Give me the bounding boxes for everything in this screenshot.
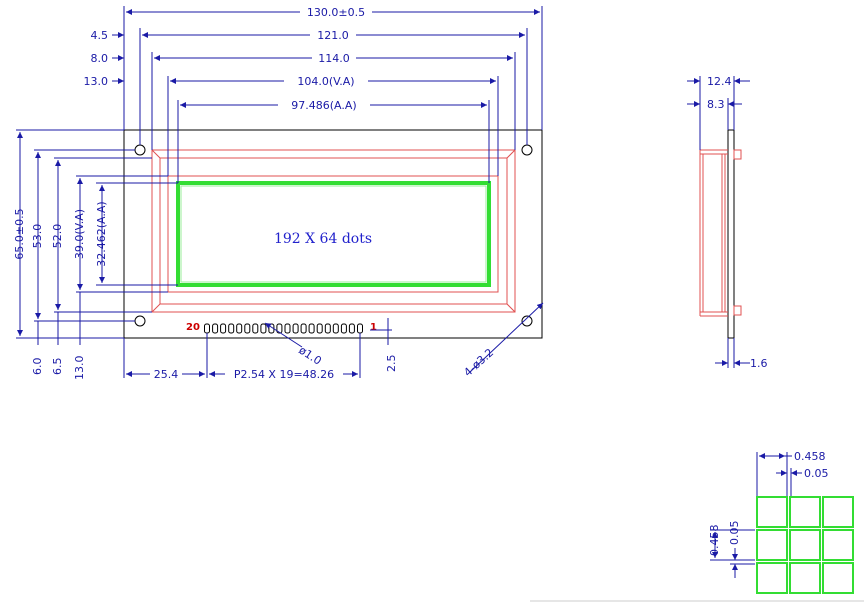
pin [332, 323, 339, 334]
dot-cell [822, 562, 854, 594]
dim-pin-pitch: P2.54 X 19=48.26 [234, 368, 334, 381]
pin [212, 323, 219, 334]
dot-cell [789, 529, 821, 561]
pin [260, 323, 267, 334]
dot-cell [789, 562, 821, 594]
dot-cell [756, 529, 788, 561]
pcb-outline [123, 129, 543, 339]
dim-va-height: 39.0(V.A) [73, 209, 86, 259]
side-pcb [727, 129, 735, 339]
dot-cell [822, 529, 854, 561]
pin [300, 323, 307, 334]
dim-hole-pitch: 121.0 [317, 29, 349, 42]
pin [316, 323, 323, 334]
dim-pin-hole: ø1.0 [296, 344, 323, 368]
front-view: 192 X 64 dots 20 1 130.0±0.5 121.0 [13, 5, 544, 381]
dim-overall-height: 65.0±0.5 [13, 208, 26, 259]
dim-bezel-height: 52.0 [51, 224, 64, 249]
side-bezel [699, 149, 742, 317]
dim-va-width: 104.0(V.A) [297, 75, 354, 88]
dim-mount-hole: 4-ø3.2 [461, 346, 496, 379]
pin [244, 323, 251, 334]
dim-aa-width: 97.486(A.A) [291, 99, 356, 112]
pin-first-label: 20 [186, 322, 200, 333]
pin [308, 323, 315, 334]
pin [276, 323, 283, 334]
dot-cell [822, 496, 854, 528]
dim-bezel-width: 114.0 [318, 52, 350, 65]
pin-header [204, 323, 363, 334]
dot-dim-gap-v: 0.05 [728, 521, 741, 546]
pin [324, 323, 331, 334]
bottom-dimensions: 6.0 6.5 13.0 2.5 25.4 P2.54 X 19=48.26 ø… [31, 292, 544, 381]
dim-va-bottom: 13.0 [73, 356, 86, 381]
dot-grid [756, 496, 854, 594]
left-offset-dimensions: 4.5 8.0 13.0 [84, 29, 124, 88]
pin [236, 323, 243, 334]
pin-last-label: 1 [370, 322, 377, 333]
pin [340, 323, 347, 334]
active-area [176, 181, 491, 287]
dim-offset-hole: 4.5 [91, 29, 109, 42]
side-dim-module: 8.3 [707, 98, 725, 111]
pin [357, 323, 363, 334]
pin [292, 323, 299, 334]
dot-cell [789, 496, 821, 528]
dim-aa-height: 32.462(A.A) [95, 201, 108, 266]
top-dimensions: 130.0±0.5 121.0 114.0 104.0(V.A) [123, 5, 543, 183]
dot-dim-gap-h: 0.05 [804, 467, 829, 480]
dim-bezel-bottom: 6.5 [51, 358, 64, 376]
dim-hole-height: 53.0 [31, 224, 44, 249]
dot-dim-pitch-v: 0.458 [708, 525, 721, 557]
viewing-area [167, 175, 499, 293]
pin [252, 323, 259, 334]
side-dim-pcb: 1.6 [750, 357, 768, 370]
dots-label: 192 X 64 dots [274, 231, 372, 247]
pin [284, 323, 291, 334]
side-view: 12.4 8.3 1.6 [687, 75, 768, 370]
dim-overall-width: 130.0±0.5 [307, 6, 365, 19]
dim-offset-bezel: 8.0 [91, 52, 109, 65]
dot-dim-pitch-h: 0.458 [794, 450, 826, 463]
dim-offset-va: 13.0 [84, 75, 109, 88]
dot-cell [756, 562, 788, 594]
dot-cell [756, 496, 788, 528]
bezel-outline [151, 149, 516, 313]
dim-hole-bottom: 6.0 [31, 358, 44, 376]
side-dim-total: 12.4 [707, 75, 732, 88]
dot-detail: 0.458 0.05 0.458 0.05 [530, 450, 864, 602]
left-vertical-dimensions: 65.0±0.5 53.0 52.0 39.0(V.A) 32.462(A.A) [13, 129, 178, 339]
dim-pin-edge: 2.5 [385, 355, 398, 373]
pin [204, 323, 210, 334]
dim-pin-offset: 25.4 [154, 368, 179, 381]
pin [220, 323, 227, 334]
pin [228, 323, 235, 334]
pin [348, 323, 355, 334]
